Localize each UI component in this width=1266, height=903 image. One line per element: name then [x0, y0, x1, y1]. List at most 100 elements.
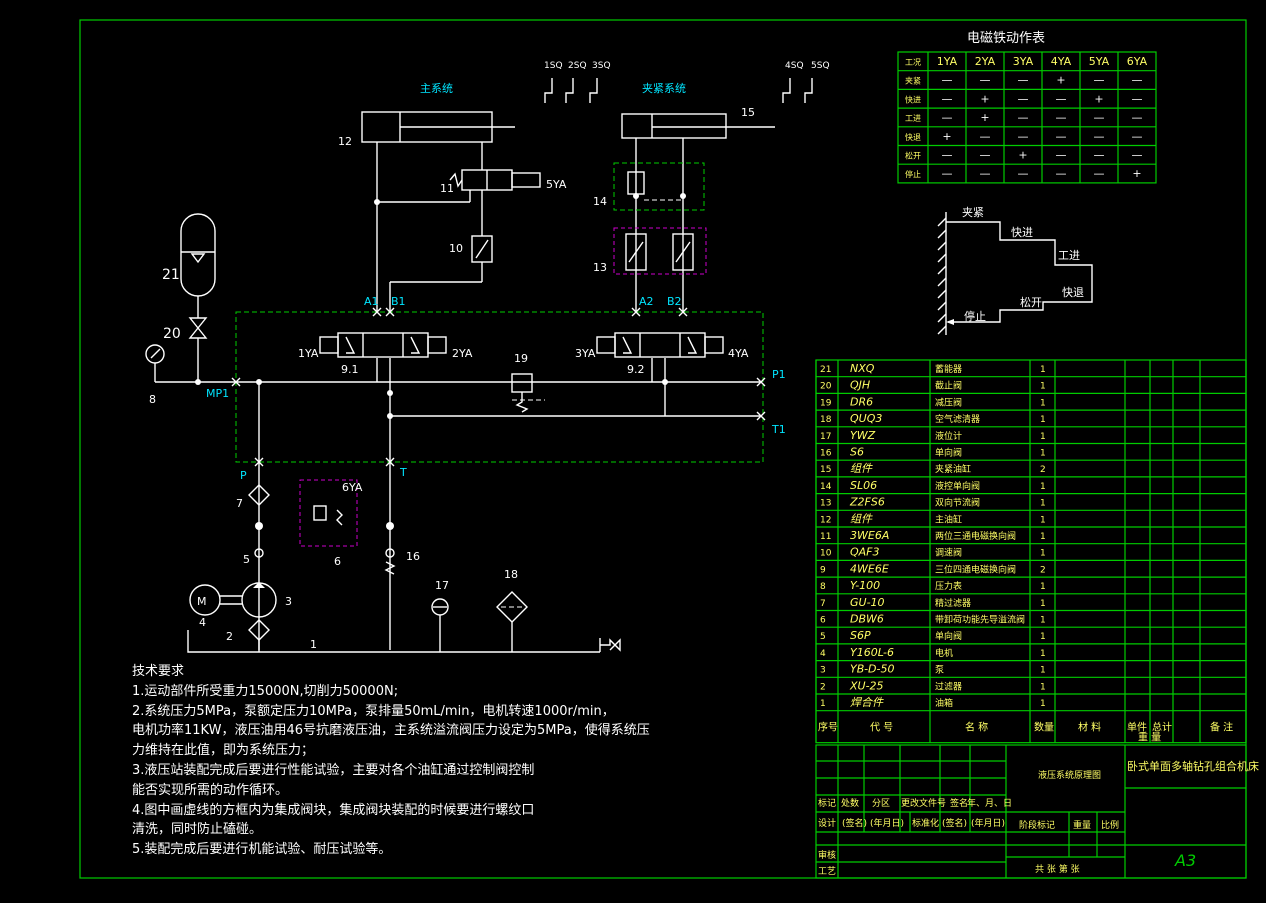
main-circuit	[145, 111, 775, 653]
parts-cell: 夹紧油缸	[935, 463, 971, 475]
action-table-header: 5YA	[1089, 55, 1110, 68]
tb-date: 年、月、日	[967, 797, 1012, 809]
note-line: 力维持在此值，即为系统压力；	[132, 743, 315, 759]
action-table-cell: —	[1018, 111, 1029, 124]
parts-cell: 1	[1040, 532, 1046, 542]
parts-cell: 带卸荷功能先导溢流阀	[935, 614, 1025, 626]
solenoid-5ya: 5YA	[546, 178, 567, 191]
machine-name: 卧式单面多轴钻孔组合机床	[1127, 759, 1259, 773]
parts-cell: 蓄能器	[935, 363, 962, 375]
parts-cell: 3WE6A	[850, 529, 889, 542]
parts-cell: 21	[820, 365, 831, 375]
port-markers	[231, 307, 766, 467]
tb-stage: 阶段标记	[1019, 819, 1055, 831]
port-b1: B1	[391, 295, 406, 308]
parts-cell: 4WE6E	[850, 562, 889, 575]
note-line: 4.图中画虚线的方框内为集成阀块，集成阀块装配的时候要进行螺纹口	[132, 802, 535, 818]
parts-cell: 单向阀	[935, 630, 962, 642]
num-5: 5	[243, 553, 250, 566]
parts-cell: 组件	[850, 462, 873, 475]
action-table-cell: —	[1094, 130, 1105, 143]
parts-cell: 10	[820, 549, 832, 559]
num-8: 8	[149, 393, 156, 406]
motor	[189, 584, 221, 616]
parts-cell: 4	[820, 649, 826, 659]
accumulator	[180, 213, 216, 297]
num-19: 19	[514, 352, 528, 365]
action-table-cell: +	[980, 111, 989, 124]
parts-cell: NXQ	[850, 362, 875, 375]
port-p1: P1	[772, 368, 786, 381]
parts-cell: 焊合件	[850, 696, 884, 709]
parts-cell: 1	[1040, 666, 1046, 676]
valve-9-2-number: 9.2	[627, 363, 645, 376]
parts-cell: XU-25	[849, 679, 884, 692]
parts-cell: 1	[1040, 616, 1046, 626]
parts-cell: 2	[820, 682, 826, 692]
num-21: 21	[162, 267, 180, 283]
parts-cell: 7	[820, 599, 826, 609]
parts-cell: 1	[1040, 699, 1046, 709]
parts-cell: 主油缸	[935, 513, 962, 525]
cycle-step-rapid: 快进	[1011, 226, 1033, 239]
parts-cell: 1	[1040, 632, 1046, 642]
num-15: 15	[741, 106, 755, 119]
parts-cell: YWZ	[850, 429, 876, 442]
note-line: 3.液压站装配完成后要进行性能试验，主要对各个油缸通过控制阀控制	[132, 762, 535, 778]
parts-header-material: 材 料	[1078, 721, 1101, 734]
parts-cell: 1	[1040, 482, 1046, 492]
tb-standard: 标准化	[912, 817, 939, 829]
notes-title: 技术要求	[132, 664, 185, 679]
parts-cell: 减压阀	[935, 396, 962, 408]
parts-cell: S6P	[850, 629, 871, 642]
parts-cell: 三位四通电磁换向阀	[935, 563, 1016, 575]
parts-cell: Y160L-6	[850, 646, 894, 659]
parts-cell: 1	[1040, 682, 1046, 692]
main-system-label: 主系统	[420, 82, 453, 95]
parts-header-qty: 数量	[1034, 721, 1054, 734]
parts-cell: 油箱	[935, 697, 953, 709]
action-table-cell: —	[1094, 167, 1105, 180]
action-table-cell: —	[1056, 167, 1067, 180]
action-table-cell: —	[942, 149, 953, 162]
port-b2: B2	[667, 295, 682, 308]
action-table-cell: —	[1018, 92, 1029, 105]
port-a1: A1	[364, 295, 379, 308]
tb-process: 工艺	[818, 866, 836, 877]
parts-cell: 1	[1040, 365, 1046, 375]
parts-cell: 1	[1040, 398, 1046, 408]
parts-cell: 1	[1040, 549, 1046, 559]
tb-weight: 重量	[1073, 819, 1091, 831]
action-table-cell: —	[980, 130, 991, 143]
parts-cell: 2	[1040, 565, 1046, 575]
num-13: 13	[593, 261, 607, 274]
title-block: 液压系统原理图 卧式单面多轴钻孔组合机床 A3 标记 处数 分区 更改文件号 签…	[815, 744, 1259, 879]
action-table-cell: 夹紧	[905, 76, 921, 86]
action-table-cell: —	[1094, 149, 1105, 162]
tb-sheets: 共 张 第 张	[1035, 863, 1080, 875]
parts-cell: 液位计	[935, 430, 962, 442]
parts-cell: 1	[1040, 582, 1046, 592]
tank-line	[187, 630, 600, 653]
parts-cell: 1	[1040, 499, 1046, 509]
parts-cell: 8	[820, 582, 826, 592]
action-table-cell: +	[1018, 149, 1027, 162]
num-20: 20	[163, 326, 181, 342]
solenoid-1ya: 1YA	[298, 347, 319, 360]
component-numbers: 1 2 3 4 5 6 7 8 10 11 12 13 14 15 16 17 …	[149, 106, 755, 651]
action-table-cell: —	[980, 149, 991, 162]
action-table-cell: —	[980, 74, 991, 87]
tb-standard-sign: (签名)	[942, 817, 967, 829]
action-table-cell: —	[1094, 111, 1105, 124]
tb-design: 设计	[818, 817, 836, 829]
action-table-cell: —	[942, 74, 953, 87]
parts-cell: 13	[820, 499, 831, 509]
note-line: 1.运动部件所受重力15000N,切削力50000N;	[132, 683, 399, 699]
action-table-cell: 快退	[905, 132, 921, 142]
cycle-step-work: 工进	[1058, 249, 1080, 262]
switch-4sq: 4SQ	[785, 61, 804, 71]
parts-cell: 12	[820, 515, 831, 525]
action-table-cell: +	[1132, 167, 1141, 180]
